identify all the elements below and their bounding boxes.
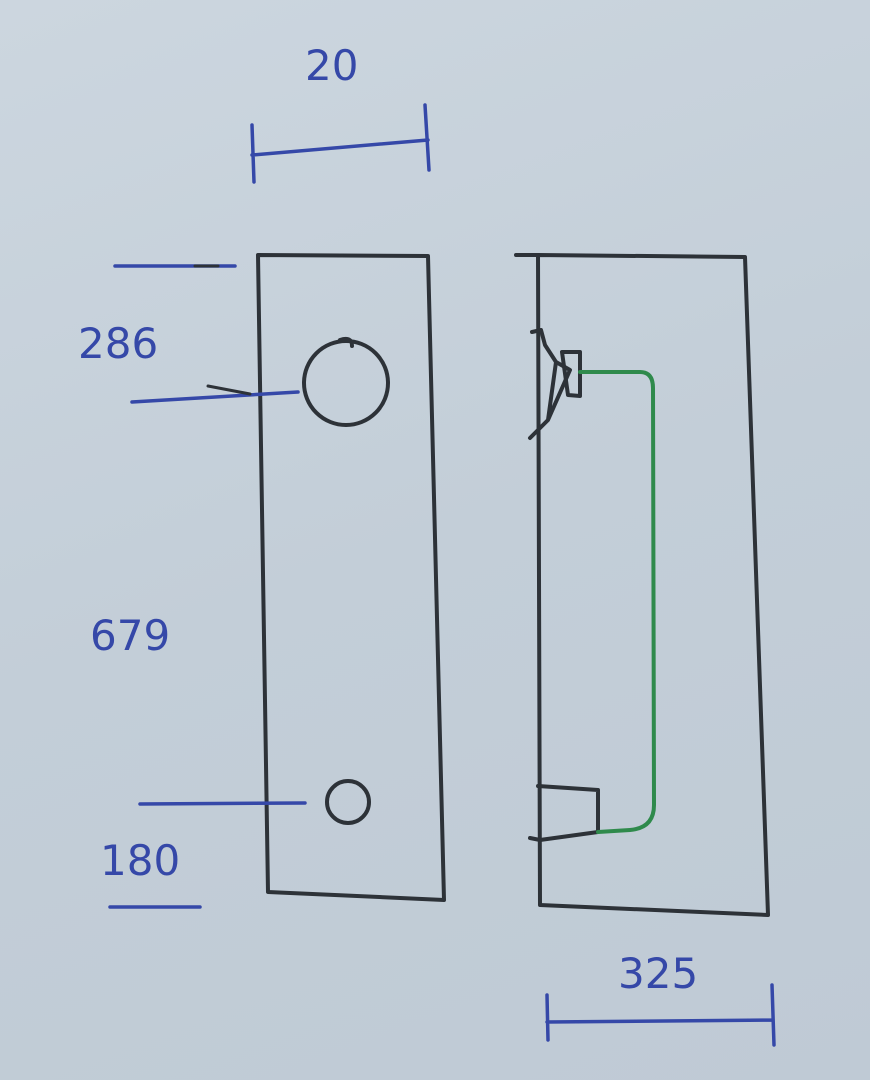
label-325: 325 xyxy=(618,949,698,998)
upper-bracket xyxy=(528,328,572,440)
upper-hole xyxy=(302,339,390,427)
label-180: 180 xyxy=(100,836,180,885)
upper-connector xyxy=(560,350,582,398)
wire xyxy=(578,370,657,834)
dimension-side-depth: 325 xyxy=(545,949,776,1047)
dimension-left: 286 679 180 xyxy=(78,264,307,909)
label-286: 286 xyxy=(78,319,158,368)
label-679: 679 xyxy=(90,611,170,660)
front-panel xyxy=(256,253,446,902)
lower-box xyxy=(528,784,600,842)
side-panel xyxy=(514,253,770,917)
label-20: 20 xyxy=(305,41,358,90)
dimension-top-width: 20 xyxy=(250,41,431,184)
lower-hole xyxy=(325,779,371,825)
